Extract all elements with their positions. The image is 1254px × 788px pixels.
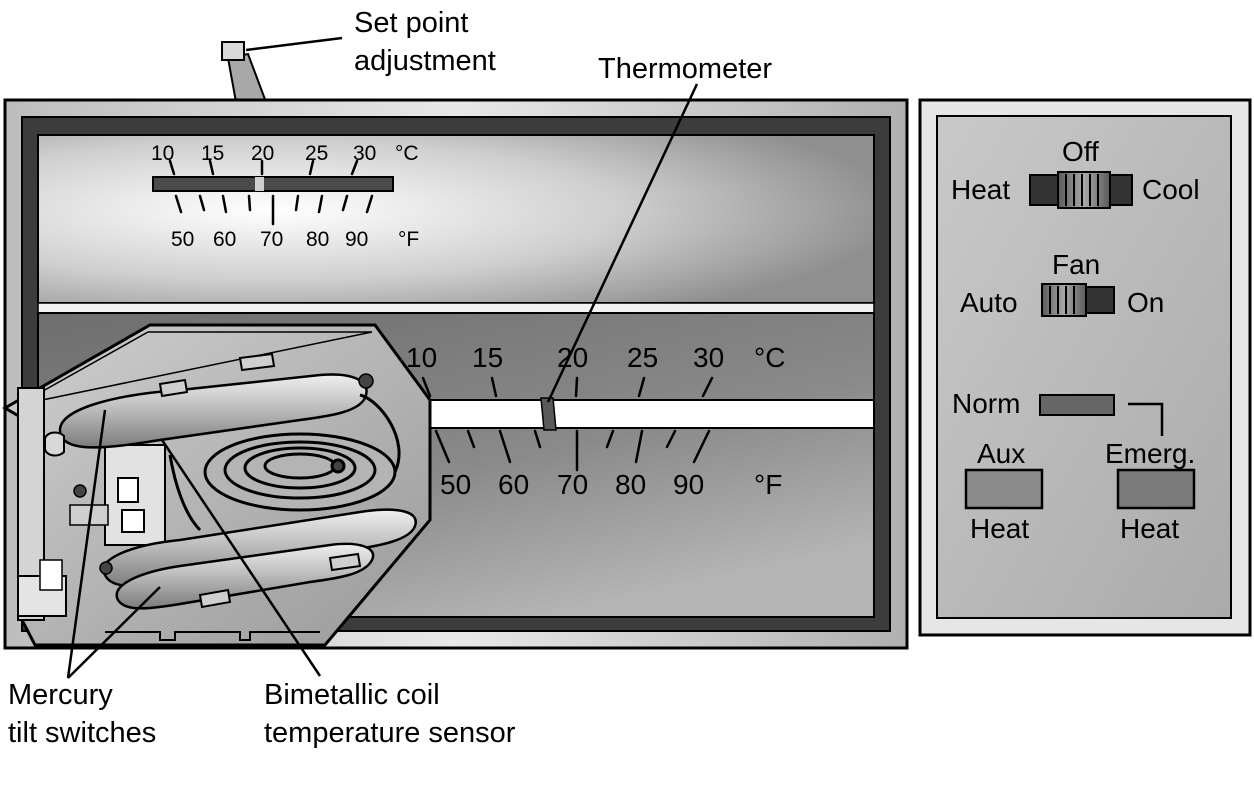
setpoint-fahrenheit-unit: °F — [398, 228, 420, 251]
thermometer-c-tick: 15 — [472, 342, 504, 373]
norm-indicator — [1039, 394, 1164, 436]
setpoint-c-tick: 30 — [353, 142, 377, 165]
bimetallic-coil — [168, 393, 401, 532]
fan-switch[interactable] — [1041, 283, 1115, 317]
thermometer-f-tick: 70 — [557, 469, 589, 500]
setpoint-f-tick: 50 — [171, 228, 195, 251]
thermometer-label: Thermometer — [598, 53, 773, 85]
aux-heat-button[interactable] — [964, 468, 1044, 510]
setpoint-c-tick: 25 — [305, 142, 329, 165]
thermometer-celsius-unit: °C — [754, 342, 786, 373]
thermometer-c-tick: 30 — [693, 342, 725, 373]
system-switch-off-label: Off — [1062, 136, 1099, 167]
thermometer-f-tick: 90 — [673, 469, 705, 500]
setpoint-lever[interactable] — [221, 41, 268, 103]
setpoint-f-tick: 80 — [306, 228, 330, 251]
mercury-switch-lower — [73, 484, 417, 610]
emerg-heat-bottom-label: Heat — [1120, 513, 1180, 544]
aux-heat-top-label: Aux — [977, 438, 1026, 469]
aux-heat-bottom-label: Heat — [970, 513, 1030, 544]
setpoint-celsius-unit: °C — [395, 142, 419, 165]
fan-switch-label: Fan — [1052, 249, 1101, 280]
setpoint-label-line1: Set point — [354, 7, 469, 39]
leader-lines — [66, 36, 699, 679]
thermometer-f-tick: 60 — [498, 469, 530, 500]
mercury-label-line2: tilt switches — [8, 717, 157, 749]
mercury-label-line1: Mercury — [8, 679, 113, 711]
setpoint-c-tick: 10 — [151, 142, 175, 165]
emerg-heat-top-label: Emerg. — [1105, 438, 1196, 469]
norm-label: Norm — [952, 388, 1021, 419]
emerg-heat-button[interactable] — [1116, 468, 1196, 510]
setpoint-label-line2: adjustment — [354, 45, 496, 77]
setpoint-f-tick: 60 — [213, 228, 237, 251]
system-mode-switch[interactable] — [1029, 171, 1133, 209]
mercury-tilt-switches-label: Mercury tilt switches — [8, 676, 156, 752]
setpoint-c-tick: 15 — [201, 142, 225, 165]
thermometer-c-tick: 10 — [406, 342, 438, 373]
thermometer-fahrenheit-unit: °F — [754, 469, 783, 500]
fan-switch-auto-label: Auto — [960, 287, 1018, 318]
switch-bracket — [69, 444, 166, 546]
system-switch-cool-label: Cool — [1142, 174, 1200, 205]
thermometer-c-tick: 25 — [627, 342, 659, 373]
thermometer-f-tick: 50 — [440, 469, 472, 500]
setpoint-adjustment-label: Set point adjustment — [354, 4, 496, 80]
setpoint-scale-bar — [152, 159, 394, 226]
fan-switch-on-label: On — [1127, 287, 1165, 318]
thermometer-f-tick: 80 — [615, 469, 647, 500]
bimetallic-label-line1: Bimetallic coil — [264, 679, 440, 711]
setpoint-c-tick: 20 — [251, 142, 275, 165]
setpoint-f-tick: 90 — [345, 228, 369, 251]
bimetallic-coil-label: Bimetallic coil temperature sensor — [264, 676, 515, 752]
setpoint-f-tick: 70 — [260, 228, 284, 251]
system-switch-heat-label: Heat — [951, 174, 1011, 205]
thermometer-c-tick: 20 — [557, 342, 589, 373]
setpoint-window — [37, 134, 875, 304]
bimetallic-label-line2: temperature sensor — [264, 717, 516, 749]
